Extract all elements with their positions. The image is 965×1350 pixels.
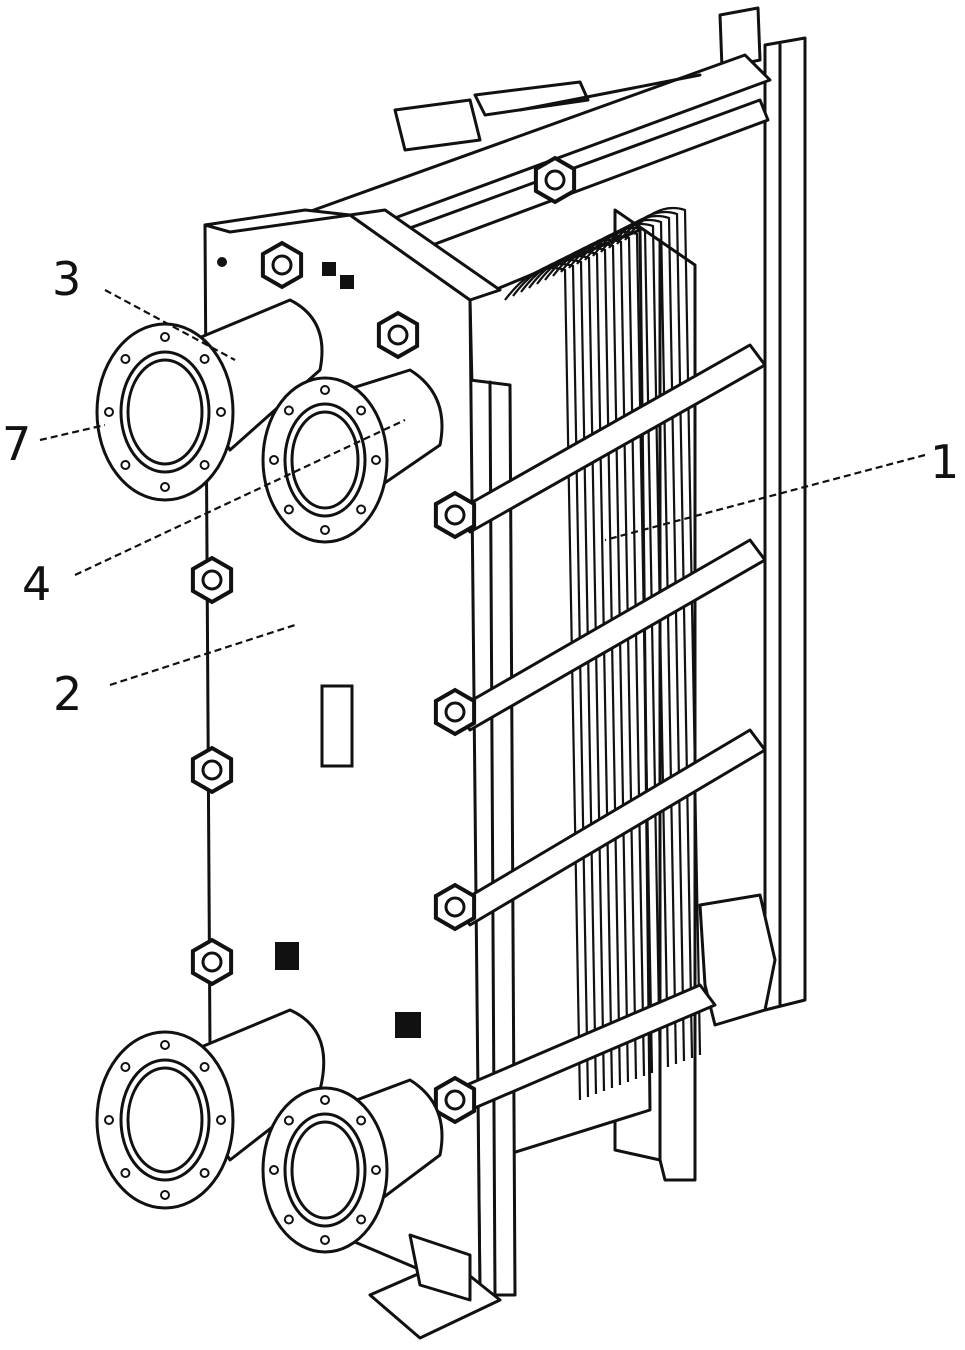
hex-nut	[263, 243, 301, 287]
flange-bolt-hole	[121, 461, 129, 469]
flange-bolt-hole	[201, 1169, 209, 1177]
flange-bolt-hole	[357, 1216, 365, 1224]
flange-bolt-hole	[321, 526, 329, 534]
hex-nut	[379, 313, 417, 357]
flange-bolt-hole	[357, 506, 365, 514]
marking-plate-small	[395, 1012, 421, 1038]
nameplate	[322, 686, 352, 766]
flange-bolt-hole	[270, 456, 278, 464]
flange-bolt-hole	[201, 1063, 209, 1071]
flange-bolt-hole	[372, 456, 380, 464]
callout-2: 2	[53, 667, 82, 721]
flange-bolt-hole	[321, 1096, 329, 1104]
flange-bolt-hole	[321, 386, 329, 394]
hex-nut	[436, 1078, 474, 1122]
flange-bolt-hole	[201, 461, 209, 469]
flange-bolt-hole	[217, 408, 225, 416]
flange-bolt-hole	[270, 1166, 278, 1174]
flange-bolt-hole	[357, 407, 365, 415]
flange-bolt-hole	[161, 483, 169, 491]
flange-bolt-hole	[372, 1166, 380, 1174]
flange-bolt-hole	[121, 1063, 129, 1071]
flange-bolt-hole	[161, 1191, 169, 1199]
flange-bolt-hole	[121, 355, 129, 363]
hex-nut	[436, 885, 474, 929]
marking-plate-small	[275, 942, 299, 970]
flange-bolt-hole	[121, 1169, 129, 1177]
leader-7	[40, 425, 105, 440]
flange-bolt-hole	[285, 506, 293, 514]
marking-plate-small	[322, 262, 336, 276]
callout-3: 3	[52, 252, 81, 306]
flange-bolt-hole	[321, 1236, 329, 1244]
marking-plate-small	[340, 275, 354, 289]
flange-bolt-hole	[161, 1041, 169, 1049]
callout-1: 1	[930, 435, 959, 489]
flange-bolt-hole	[285, 407, 293, 415]
hex-nut	[193, 748, 231, 792]
flange-bolt-hole	[161, 333, 169, 341]
flange-bolt-hole	[285, 1117, 293, 1125]
hex-nut	[436, 493, 474, 537]
flange-bolt-hole	[357, 1117, 365, 1125]
callout-4: 4	[22, 557, 51, 611]
callout-7: 7	[2, 417, 31, 471]
flange-bolt-hole	[105, 408, 113, 416]
hex-nut	[193, 940, 231, 984]
hex-nut	[436, 690, 474, 734]
flange-bolt-hole	[285, 1216, 293, 1224]
hex-nut	[536, 158, 574, 202]
flange-bolt-hole	[105, 1116, 113, 1124]
flange-bolt-hole	[201, 355, 209, 363]
rear-support-column	[700, 8, 805, 1025]
flange-bolt-hole	[217, 1116, 225, 1124]
hex-nut	[193, 558, 231, 602]
